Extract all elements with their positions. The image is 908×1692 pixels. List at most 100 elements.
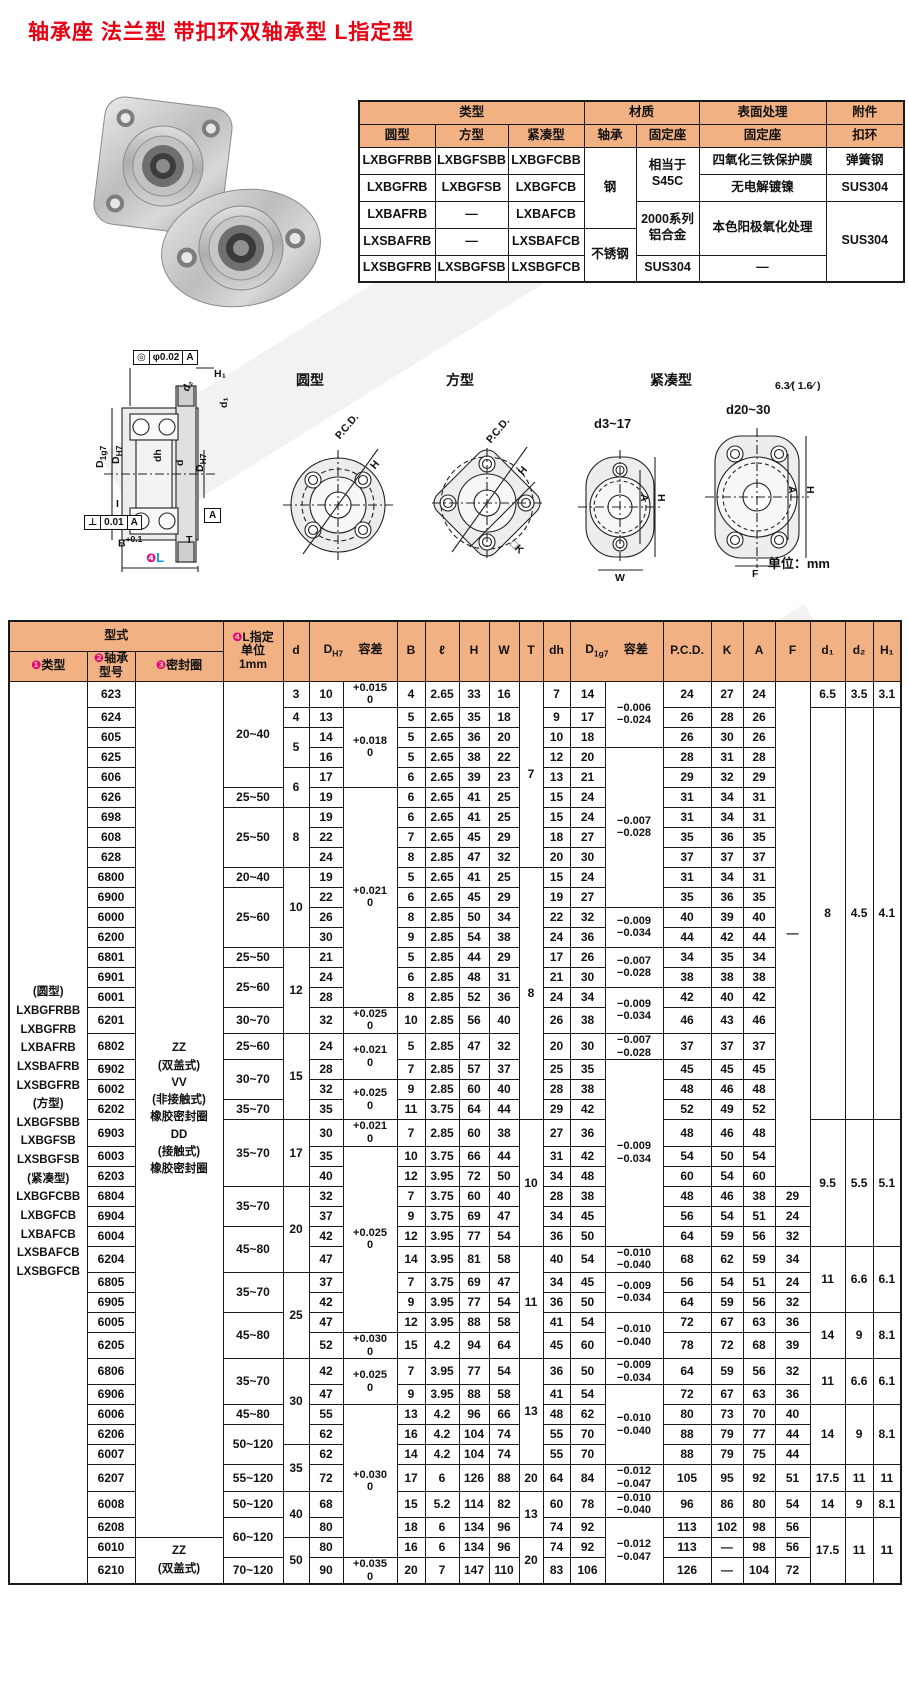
dim-cell: 48 [662,1079,712,1101]
dim-cell: 126 [662,1557,712,1585]
table-row: 类型材质表面处理附件 [358,100,905,125]
dim-cell: 17 [569,706,606,728]
header-cell: ❹L指定 单位 1mm [222,620,284,682]
dim-cell: 62 [569,1404,606,1426]
dim-cell: 36 [774,1384,811,1406]
dim-cell: 67 [710,1384,744,1406]
dim-cell: −0.007 −0.028 [604,1033,664,1061]
dim-cell: 58 [488,1311,520,1333]
dim-cell: 54 [710,1165,744,1187]
dim-cell: 37 [710,1033,744,1061]
dim-cell: 11 [518,1245,544,1360]
dim-cell: 63 [742,1384,776,1406]
dim-cell: 28 [742,746,776,768]
dim-cell: 31 [742,786,776,808]
dim-cell: 8.1 [872,1404,902,1466]
dim-cell: 28 [710,706,744,728]
dim-cell: 72 [308,1464,344,1492]
spec-cell: ― [698,254,827,283]
bearing-model-cell: 6006 [86,1404,136,1426]
bearing-model-cell: 606 [86,766,136,788]
spec-cell: LXSBAFRB [358,227,436,256]
dim-cell: 41 [542,1384,571,1406]
bearing-model-cell: 6201 [86,1006,136,1035]
dim-cell: 6.6 [844,1245,874,1313]
dim-cell: 34 [710,786,744,808]
dim-cell: 110 [488,1557,520,1585]
dim-cell: 60 [458,1079,490,1101]
dim-cell: 81 [458,1245,490,1273]
dim-cell: 35~70 [222,1271,284,1313]
dim-cell: 16 [396,1537,426,1559]
dim-cell: 44 [488,1099,520,1121]
dim-cell: 26 [569,946,606,968]
dim-cell: 6 [424,1537,460,1559]
dim-cell: 31 [542,1145,571,1167]
dim-cell: 56 [662,1271,712,1293]
dim-cell: 55 [542,1424,571,1446]
dim-cell: 12 [396,1225,426,1247]
b-label: B+0.1 [118,534,143,550]
dim-cell: 2.65 [424,786,460,808]
dim-cell: 25~50 [222,786,284,808]
dim-cell: 14 [396,1245,426,1273]
dim-cell: 56 [742,1225,776,1247]
dim-cell: 3.5 [844,680,874,708]
dim-cell: 69 [458,1271,490,1293]
bearing-model-cell: 624 [86,706,136,728]
spec-cell: SUS304 [825,173,905,202]
bearing-model-cell: 6010 [86,1537,136,1559]
dim-cell: 38 [569,1079,606,1101]
dim-cell: 6 [396,766,426,788]
spec-cell: 相当于 S45C [635,146,700,202]
dim-cell: 24 [308,966,344,988]
dim-cell: 74 [542,1517,571,1539]
bearing-model-cell: 6902 [86,1059,136,1081]
dim-cell: 12 [282,946,310,1035]
dim-cell: 45 [542,1331,571,1360]
dim-cell: 39 [710,906,744,928]
dim-cell: 3.75 [424,1145,460,1167]
header-cell: F [774,620,811,682]
dim-cell: ― [710,1537,744,1559]
dim-cell: 3.75 [424,1185,460,1207]
dim-cell: 9 [396,926,426,948]
dim-cell: 4.2 [424,1331,460,1360]
dim-cell: 36 [710,886,744,908]
dim-cell: 7 [396,1271,426,1293]
dim-cell: 10 [518,1119,544,1247]
dim-cell: 37 [308,1271,344,1293]
dim-cell: 7 [396,1059,426,1081]
dim-cell: 6.5 [809,680,846,708]
dim-cell: 45~80 [222,1404,284,1426]
dim-cell: 46 [742,1006,776,1035]
dim-cell: 7 [396,1185,426,1207]
dim-cell: 60 [458,1185,490,1207]
dim-cell: 37 [488,1059,520,1081]
spec-cell: LXBAFCB [507,200,585,229]
dim-cell: 31 [742,866,776,888]
dim-cell: 8 [396,906,426,928]
dim-cell: 77 [458,1358,490,1386]
dim-cell: 48 [662,1185,712,1207]
bearing-model-cell: 6801 [86,946,136,968]
dim-cell: 34 [569,986,606,1008]
dim-cell: 42 [308,1225,344,1247]
dim-cell: 18 [488,706,520,728]
dim-cell: 75 [742,1444,776,1466]
dim-cell: 13 [518,1358,544,1466]
dim-cell: 6 [396,966,426,988]
dim-cell: 147 [458,1557,490,1585]
dim-cell: +0.025 0 [342,1145,398,1333]
dim-cell: 30~70 [222,1006,284,1035]
dim-cell: 28 [662,746,712,768]
dim-cell: 29 [488,946,520,968]
dim-cell: −0.010 −0.040 [604,1311,664,1360]
dim-cell: 44 [458,946,490,968]
